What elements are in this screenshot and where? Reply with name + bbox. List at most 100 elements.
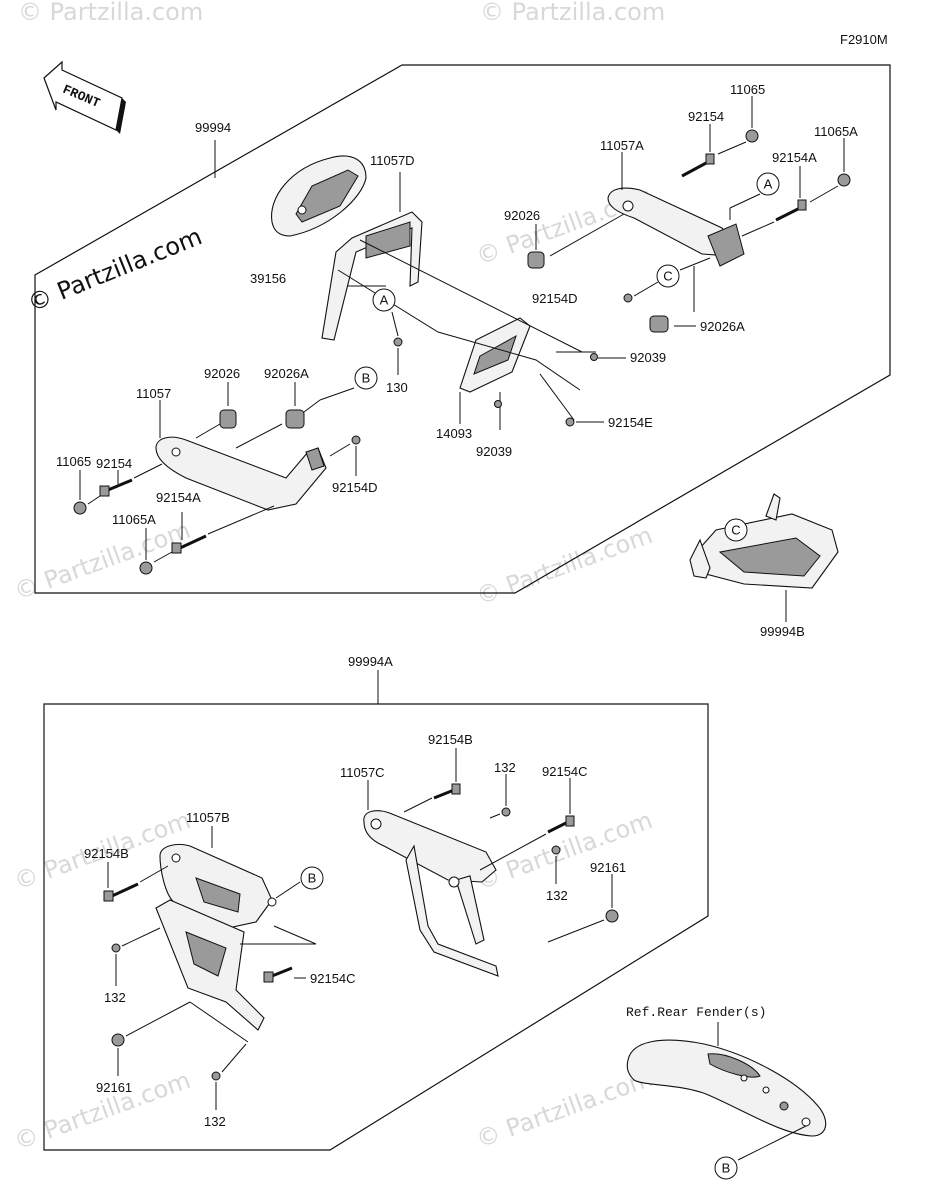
spacer-92026A-right [649, 315, 669, 333]
label-11057B: 11057B [186, 810, 230, 825]
screw-130 [393, 337, 403, 347]
luggage-rack-99994B [689, 493, 839, 589]
backrest-frame-11057D [321, 211, 423, 341]
watermark-text: © Partzilla.com [472, 806, 656, 896]
label-92154C-l: 92154C [310, 971, 356, 986]
label-99994: 99994 [195, 120, 231, 135]
callout-C-top [656, 264, 680, 288]
bottom-group-frame [43, 703, 709, 1151]
label-92154-l: 92154 [96, 456, 132, 471]
label-132-d: 132 [204, 1114, 226, 1129]
label-92026-r: 92026 [504, 208, 540, 223]
label-132-c: 132 [104, 990, 126, 1005]
label-11065-r: 11065 [730, 82, 765, 97]
bolt-92154C-right [547, 815, 575, 834]
watermark-main: © Partzilla.com [24, 222, 206, 317]
callout-B-top-label: B [362, 371, 371, 386]
label-92154B-r: 92154B [428, 732, 473, 747]
rear-fender [626, 1039, 827, 1137]
label-92026A-r: 92026A [700, 319, 745, 334]
label-132-a: 132 [494, 760, 516, 775]
bolt-92154C-left [263, 966, 293, 983]
bolt-92154B-right [433, 783, 461, 800]
callout-A-right [756, 172, 780, 196]
callout-B-top [354, 366, 378, 390]
label-132-b: 132 [546, 888, 568, 903]
callout-C-rack [724, 518, 748, 542]
label-11065A-l: 11065A [112, 512, 156, 527]
top-group-frame [34, 64, 891, 594]
callout-A-right-label: A [764, 177, 773, 192]
screw-92154E [565, 417, 575, 427]
backrest-pad-39156 [270, 155, 367, 237]
watermark-text: © Partzilla.com [18, 0, 203, 26]
bolt-92154-left [99, 478, 133, 497]
watermark-text: © Partzilla.com [10, 516, 194, 606]
label-92154A-r: 92154A [772, 150, 817, 165]
screw-92154D-right [623, 293, 633, 303]
nut-11065A-left [139, 561, 153, 575]
label-92154A-l: 92154A [156, 490, 201, 505]
watermark-text: © Partzilla.com [472, 1064, 656, 1154]
nut-92161-right [605, 909, 619, 923]
bracket-11057B [155, 843, 277, 1031]
label-92154B-l: 92154B [84, 846, 129, 861]
watermark-text: © Partzilla.com [472, 521, 656, 611]
callout-C-top-label: C [663, 269, 672, 284]
callout-B-bottom-label: B [308, 871, 317, 886]
label-99994B: 99994B [760, 624, 805, 639]
label-92161-l: 92161 [96, 1080, 132, 1095]
nut-11065-left [73, 501, 87, 515]
label-11057A: 11057A [600, 138, 644, 153]
label-92154-r: 92154 [688, 109, 724, 124]
screw-132-a [501, 807, 511, 817]
bolt-92154-right [681, 153, 715, 178]
nut-92161-left [111, 1033, 125, 1047]
label-92154D-l: 92154D [332, 480, 378, 495]
label-130: 130 [386, 380, 408, 395]
bolt-92154B-left [103, 882, 139, 902]
label-14093: 14093 [436, 426, 472, 441]
screw-92039-b [494, 400, 502, 408]
spacer-92026A-left [285, 409, 305, 429]
label-92161-r: 92161 [590, 860, 626, 875]
label-99994A: 99994A [348, 654, 393, 669]
label-11065A-r: 11065A [814, 124, 858, 139]
screw-132-c [111, 943, 121, 953]
label-11057D: 11057D [370, 153, 415, 168]
callout-C-rack-label: C [731, 523, 740, 538]
bolt-92154A-right [775, 199, 807, 222]
nut-11065-right [745, 129, 759, 143]
figure-code: F2910M [840, 32, 888, 47]
bolt-92154A-left [171, 534, 207, 554]
callout-B-bottom [300, 866, 324, 890]
label-39156: 39156 [250, 271, 286, 286]
label-92039-a: 92039 [630, 350, 666, 365]
label-92154C-r: 92154C [542, 764, 588, 779]
label-92026A-l: 92026A [264, 366, 309, 381]
nut-11065A-right [837, 173, 851, 187]
bracket-11057C [363, 810, 499, 977]
side-bracket-11057 [155, 436, 327, 511]
label-11057: 11057 [136, 386, 171, 401]
callout-B-fender [714, 1156, 738, 1180]
spacer-92026-left [219, 409, 237, 429]
label-11065-l: 11065 [56, 454, 91, 469]
spacer-92026-right [527, 251, 545, 269]
callout-A-label: A [380, 293, 389, 308]
screw-92154D-left [351, 435, 361, 445]
screw-132-d [211, 1071, 221, 1081]
callout-A [372, 288, 396, 312]
front-arrow-icon: FRONT [43, 60, 126, 134]
label-92039-b: 92039 [476, 444, 512, 459]
watermark-text: © Partzilla.com [480, 0, 665, 26]
label-92154D-r: 92154D [532, 291, 578, 306]
side-bracket-11057A [607, 187, 745, 267]
screw-132-b [551, 845, 561, 855]
screw-92039 [590, 353, 598, 361]
label-92026-l: 92026 [204, 366, 240, 381]
label-92154E: 92154E [608, 415, 653, 430]
label-11057C: 11057C [340, 765, 385, 780]
ref-note: Ref.Rear Fender(s) [626, 1005, 766, 1020]
